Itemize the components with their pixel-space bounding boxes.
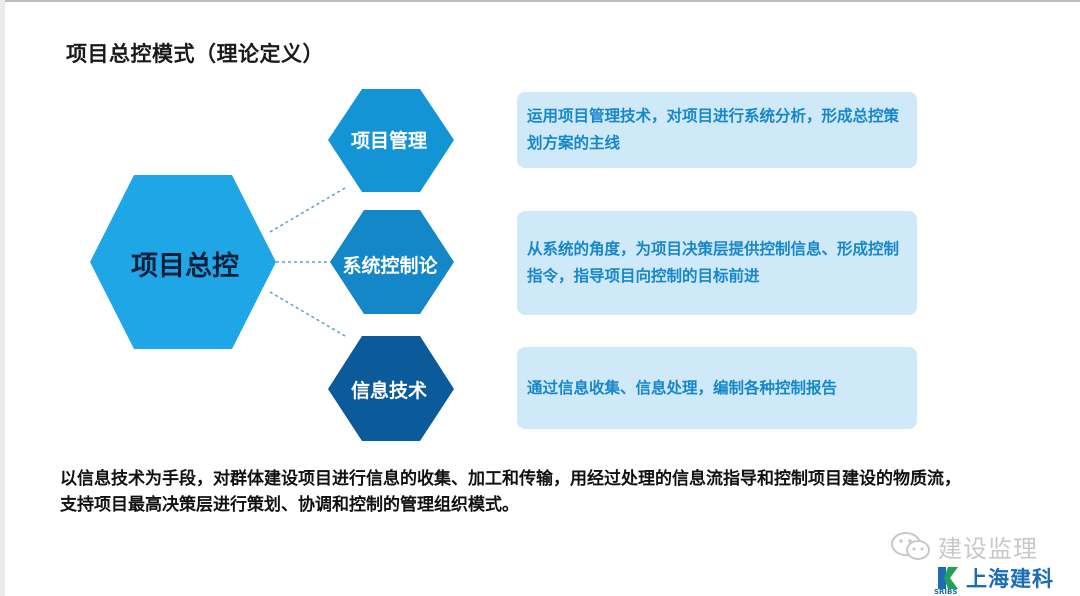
hexagon-system-control (330, 210, 454, 314)
left-edge-rule (0, 0, 5, 596)
logo-text: 上海建科 (966, 567, 1054, 591)
description-box-system-control: 从系统的角度，为项目决策层提供控制信息、形成控制指令，指导项目向控制的目标前进 (517, 211, 917, 315)
branch-label-system-control: 系统控制论 (342, 254, 438, 277)
logo-subtext: SRIBS (934, 588, 958, 596)
top-rule (0, 0, 1080, 2)
hexagon-project-management (328, 89, 454, 192)
hexagon-information-tech (328, 336, 454, 441)
branch-label-information-tech: 信息技术 (350, 379, 427, 402)
watermark-text: 建设监理 (938, 534, 1038, 563)
description-text: 运用项目管理技术，对项目进行系统分析，形成总控策划方案的主线 (527, 107, 900, 152)
description-box-information-tech: 通过信息收集、信息处理，编制各种控制报告 (517, 347, 917, 429)
slide-title: 项目总控模式（理论定义） (66, 42, 324, 66)
center-node-label: 项目总控 (131, 250, 239, 282)
description-box-project-management: 运用项目管理技术，对项目进行系统分析，形成总控策划方案的主线 (517, 92, 917, 168)
watermark: 建设监理 (890, 528, 1070, 564)
center-hexagon (90, 175, 276, 349)
logo-mark-icon (938, 567, 958, 589)
connector-line-top (269, 187, 346, 233)
description-text: 从系统的角度，为项目决策层提供控制信息、形成控制指令，指导项目向控制的目标前进 (527, 240, 900, 285)
wechat-icon (891, 532, 930, 560)
company-logo: 上海建科 SRIBS (934, 560, 1080, 596)
branch-label-project-management: 项目管理 (350, 129, 427, 152)
connector-line-bottom (269, 291, 346, 337)
summary-paragraph: 以信息技术为手段，对群体建设项目进行信息的收集、加工和传输，用经过处理的信息流指… (60, 469, 961, 515)
description-text: 通过信息收集、信息处理，编制各种控制报告 (527, 378, 838, 397)
